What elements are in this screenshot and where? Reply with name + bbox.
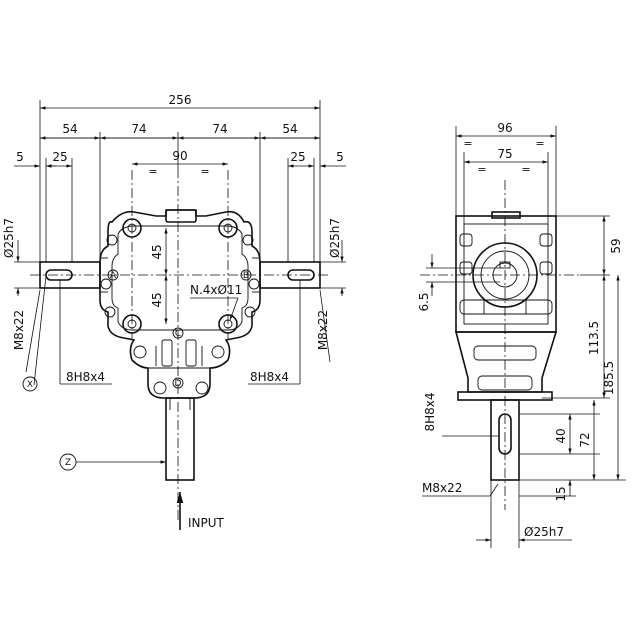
label-side-key: 8H8x4 [423,392,437,431]
svg-text:X: X [27,380,33,390]
side-ribs [459,233,553,315]
symmetry-mark: = [148,165,157,178]
bolt-holes-leader [229,297,239,321]
right-output-shaft [252,257,321,293]
input-label: INPUT [188,516,225,530]
bolt-hole-top-left [122,218,142,238]
label-side-thread: M8x22 [422,481,462,495]
boss-foot-left [153,381,167,395]
label-shaft-dia-right: Ø25h7 [328,218,342,258]
boss-left-lower [104,306,116,318]
symmetry-mark: = [521,163,530,176]
side-input-shaft [490,399,520,481]
bolt-hole-top-right [218,218,238,238]
label-54-left: 54 [62,122,77,136]
marker-b: B [240,269,252,281]
front-extension-lines [39,100,321,262]
left-output-shaft [39,257,108,293]
boss-bottom-right [211,345,225,359]
input-shaft [165,397,195,481]
symmetry-mark: = [463,137,472,150]
label-59: 59 [609,238,623,253]
gearbox-housing [99,209,261,399]
right-keyway [287,269,315,281]
boss-bottom-left [133,345,147,359]
svg-text:Z: Z [65,458,71,468]
boss-left-mid [100,278,112,290]
boss-foot-right [195,381,209,395]
label-256: 256 [169,93,192,107]
bolt-hole-bottom-left [122,314,142,334]
label-side-shaft-dia: Ø25h7 [524,525,564,539]
label-5-left: 5 [16,150,24,164]
label-75: 75 [497,147,512,161]
side-bearing [472,242,538,308]
marker-a: A [107,269,119,281]
marker-d: D [172,377,184,389]
label-5-right: 5 [336,150,344,164]
thread-right-leader [319,289,331,363]
marker-x: X [22,376,38,392]
housing-ribs [148,339,210,369]
boss-left-upper [106,234,118,246]
label-thread-left: M8x22 [12,310,26,350]
side-lower-rib [473,345,537,361]
marker-c: C [172,327,184,339]
bolt-hole-bottom-right [218,314,238,334]
svg-text:A: A [110,271,117,281]
symmetry-mark: = [477,163,486,176]
front-view: A B C D 256 [2,93,346,530]
label-40: 40 [554,428,568,443]
thread-left-leader [25,289,41,373]
boss-right-lower [244,306,256,318]
label-74-left: 74 [131,122,146,136]
side-view: 96 = = 75 = = 59 113.5 185.5 40 72 15 [417,121,626,548]
label-113-5: 113.5 [587,321,601,355]
top-boss [165,209,197,223]
label-6-5: 6.5 [417,292,431,311]
svg-text:D: D [175,379,182,389]
label-45-bottom: 45 [150,292,164,307]
boss-right-mid [248,278,260,290]
boss-right-upper [242,234,254,246]
side-top-flange [491,211,521,219]
label-thread-right: M8x22 [316,310,330,350]
label-key-left: 8H8x4 [66,370,105,384]
label-15: 15 [554,486,568,501]
label-key-right: 8H8x4 [250,370,289,384]
symmetry-mark: = [535,137,544,150]
side-housing-lower [454,331,558,393]
label-74-right: 74 [212,122,227,136]
side-keyway [498,413,512,455]
bolt-holes-label: N.4xØ11 [190,283,242,297]
housing-inner-outline [111,225,249,331]
label-90: 90 [172,149,187,163]
label-72: 72 [578,432,592,447]
label-25-left: 25 [52,150,67,164]
marker-z: Z [59,453,77,471]
label-25-right: 25 [290,150,305,164]
label-96: 96 [497,121,512,135]
side-housing-inner [463,223,549,325]
label-185-5: 185.5 [602,361,616,395]
label-54-right: 54 [282,122,297,136]
label-shaft-dia-left: Ø25h7 [2,218,16,258]
side-lower-rib [477,375,533,391]
label-45-top: 45 [150,244,164,259]
svg-text:C: C [175,329,181,339]
left-keyway [45,269,73,281]
svg-text:B: B [243,271,249,281]
symmetry-mark: = [200,165,209,178]
